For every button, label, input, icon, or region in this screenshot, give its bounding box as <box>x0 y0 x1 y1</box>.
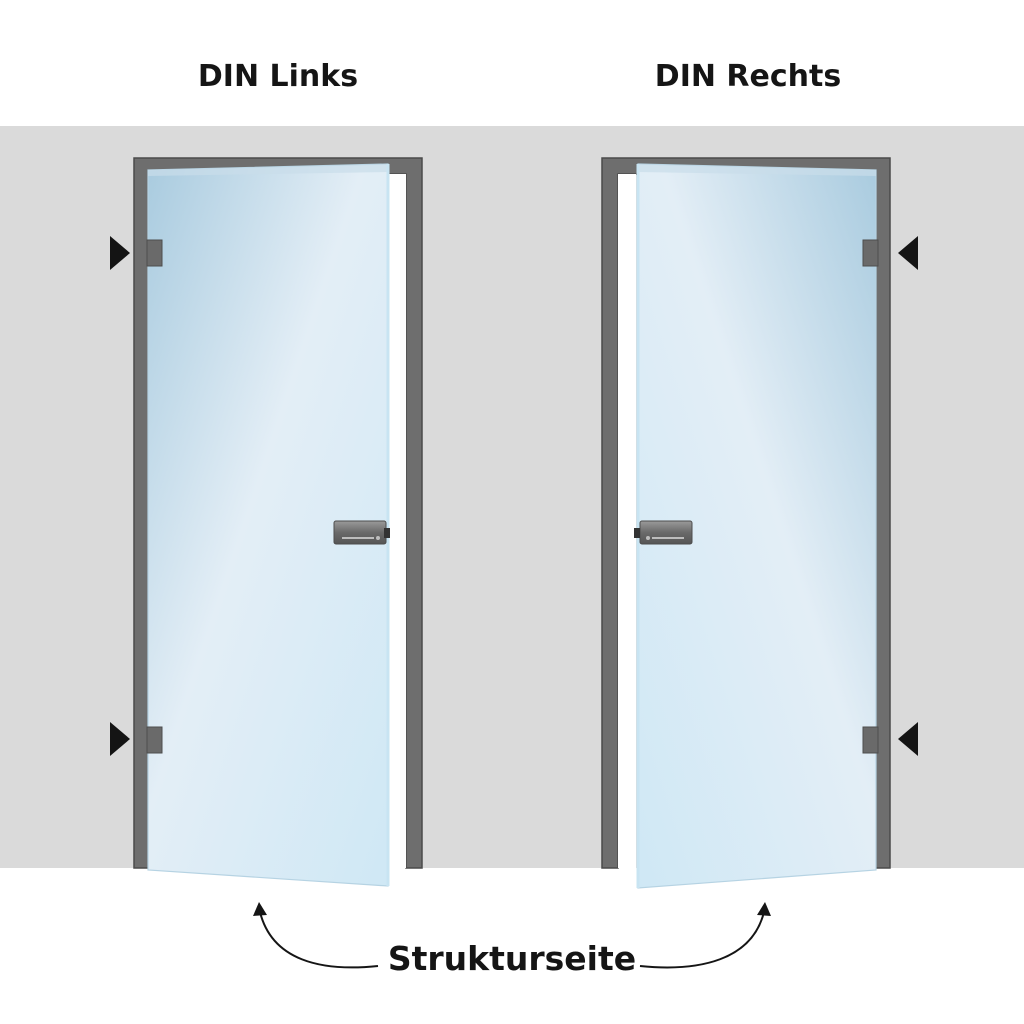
triangle-pointer-icon <box>898 722 918 756</box>
triangle-pointer-icon <box>898 236 918 270</box>
hinge-bottom-left <box>146 726 163 754</box>
glass-edge-left <box>148 164 388 176</box>
hinge-bottom-right <box>862 726 879 754</box>
curved-arrow-icon <box>639 902 771 969</box>
hinge-top-left <box>146 239 163 267</box>
curved-arrow-icon <box>253 902 379 969</box>
label-din-rechts: DIN Rechts <box>654 59 842 94</box>
glass-edge-right <box>638 164 876 176</box>
door-opening-left <box>389 174 406 868</box>
handle-right <box>634 520 693 545</box>
triangle-pointer-icon <box>110 722 130 756</box>
handle-left <box>333 520 390 545</box>
label-din-links: DIN Links <box>197 59 359 94</box>
door-left <box>110 157 423 887</box>
door-right <box>601 157 918 889</box>
hinge-top-right <box>862 239 879 267</box>
label-strukturseite: Strukturseite <box>387 939 637 978</box>
triangle-pointer-icon <box>110 236 130 270</box>
door-opening-right <box>618 174 636 868</box>
